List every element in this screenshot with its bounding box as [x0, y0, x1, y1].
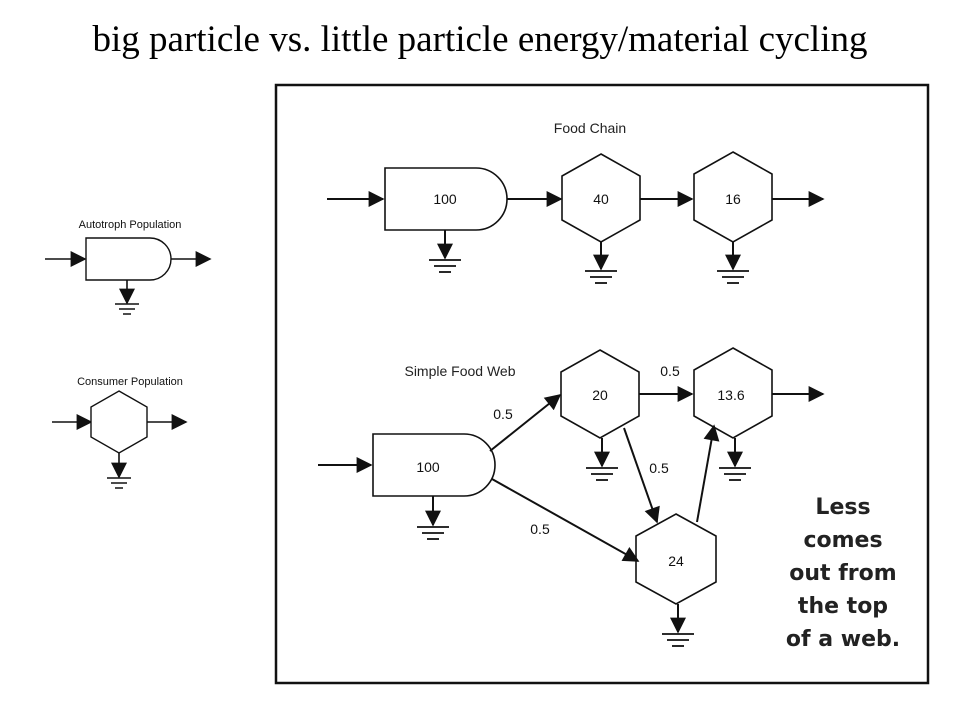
web-consumer-a-heat-sink-icon [586, 438, 618, 481]
note-line-3: out from [789, 561, 896, 586]
consumer-heat-sink-icon [107, 453, 131, 489]
web-consumer-a-node [560, 349, 640, 439]
web-consumer-c-node [635, 513, 717, 605]
legend-consumer: Consumer Population [52, 376, 188, 489]
chain-consumer-2-value: 16 [725, 191, 741, 207]
chain-producer-heat-sink-icon [429, 230, 461, 273]
flow-producer-to-c-label: 0.5 [530, 521, 550, 537]
consumer-symbol [90, 390, 148, 454]
web-producer-heat-sink-icon [417, 496, 449, 540]
chain-producer-node [384, 167, 508, 231]
food-chain: Food Chain 100 40 16 [327, 120, 825, 284]
flow-producer-to-a-label: 0.5 [493, 406, 513, 422]
web-consumer-b-value: 13.6 [717, 387, 744, 403]
flow-producer-to-c [491, 478, 640, 562]
legend-autotroph: Autotroph Population [45, 219, 212, 315]
flow-a-to-c [623, 427, 660, 524]
note-text: Less comes out from the top of a web. [786, 495, 900, 652]
food-web-label: Simple Food Web [404, 363, 515, 379]
web-consumer-b-heat-sink-icon [719, 438, 751, 481]
web-consumer-b-node [693, 347, 773, 439]
note-line-5: of a web. [786, 627, 900, 652]
food-web: Simple Food Web 100 20 13.6 [318, 347, 825, 647]
autotroph-symbol [85, 237, 172, 281]
flow-a-to-c-label: 0.5 [649, 460, 669, 476]
chain-consumer-2-heat-sink-icon [717, 242, 749, 284]
chain-consumer-1-heat-sink-icon [585, 242, 617, 284]
web-producer-value: 100 [416, 459, 440, 475]
note-line-4: the top [798, 594, 888, 619]
flow-c-to-b [696, 424, 720, 523]
food-chain-label: Food Chain [554, 120, 626, 136]
flow-a-to-b-label: 0.5 [660, 363, 680, 379]
autotroph-heat-sink-icon [115, 280, 139, 315]
chain-producer-value: 100 [433, 191, 457, 207]
chain-consumer-1-value: 40 [593, 191, 609, 207]
note-line-1: Less [815, 495, 870, 520]
web-consumer-c-value: 24 [668, 553, 684, 569]
web-consumer-a-value: 20 [592, 387, 608, 403]
web-consumer-c-heat-sink-icon [662, 604, 694, 647]
note-line-2: comes [803, 528, 882, 553]
consumer-label: Consumer Population [77, 376, 183, 388]
slide-title: big particle vs. little particle energy/… [92, 19, 868, 60]
web-producer-node [372, 433, 496, 497]
autotroph-label: Autotroph Population [79, 219, 182, 231]
flow-producer-to-a [489, 394, 562, 452]
